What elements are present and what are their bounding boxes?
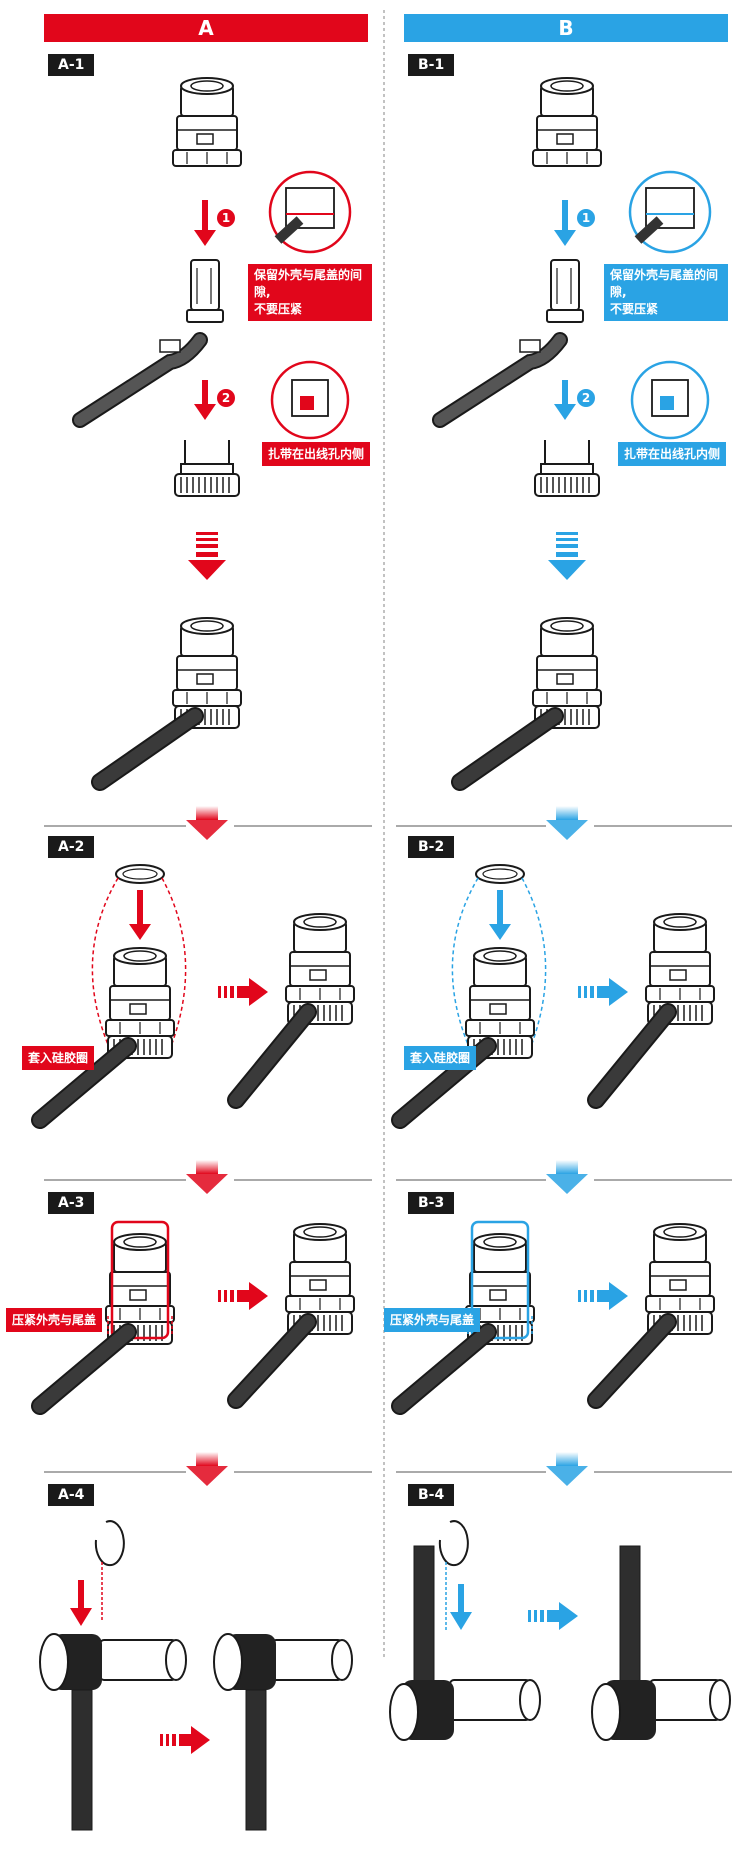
a2-silicone-ring-icon [115, 864, 165, 884]
separator-1 [44, 806, 732, 840]
b1-insert-icon [546, 259, 584, 323]
b1-tie-note: 扎带在出线孔内侧 [618, 442, 727, 466]
b2-silicone-ring-icon [475, 864, 525, 884]
a1-gap-note-line1: 保留外壳与尾盖的间隙, [254, 268, 363, 299]
b3-right-arrow-icon [609, 1282, 628, 1310]
step-tag-b3: B-3 [408, 1192, 455, 1214]
b1-connector-icon [532, 77, 602, 167]
a-section-arrow-icon [186, 820, 228, 840]
a1-connector-icon [172, 77, 242, 167]
a1-section [72, 77, 352, 791]
b4-section [389, 1520, 731, 1741]
column-header-b: B [404, 14, 728, 42]
step-tag-b2: B-2 [408, 836, 455, 858]
step-tag-b1: B-1 [408, 54, 455, 76]
b1-section [432, 77, 712, 791]
a1-number-2: 2 [222, 391, 230, 405]
b1-number-1: 1 [582, 211, 590, 225]
b-section-arrow-icon [546, 820, 588, 840]
a1-assembled-connector-icon [172, 617, 242, 707]
step-tag-a3: A-3 [48, 1192, 95, 1214]
b1-gap-note-line1: 保留外壳与尾盖的间隙, [610, 268, 719, 299]
a4-clip-ring-icon [94, 1520, 125, 1567]
b3-press-note: 压紧外壳与尾盖 [384, 1308, 481, 1332]
a3-right-arrow-icon [249, 1282, 268, 1310]
a1-number-1: 1 [222, 211, 230, 225]
b1-gap-note: 保留外壳与尾盖的间隙, 不要压紧 [604, 264, 728, 321]
b2-ring-note: 套入硅胶圈 [404, 1046, 477, 1070]
b2-section [391, 864, 715, 1129]
a1-gap-note: 保留外壳与尾盖的间隙, 不要压紧 [248, 264, 372, 321]
b1-number-2: 2 [582, 391, 590, 405]
b1-assembled-connector-icon [532, 617, 602, 707]
a2-section [31, 864, 355, 1129]
step-tag-b4: B-4 [408, 1484, 455, 1506]
a1-gap-note-line2: 不要压紧 [254, 302, 303, 316]
a1-tailcap-icon [175, 440, 239, 496]
a1-insert-icon [186, 259, 224, 323]
separator-2 [44, 1160, 732, 1194]
step-tag-a4: A-4 [48, 1484, 95, 1506]
b1-dashed-arrow-icon [548, 560, 586, 580]
a4-section [39, 1520, 353, 1831]
b4-right-arrow-icon [559, 1602, 578, 1630]
step-tag-a2: A-2 [48, 836, 95, 858]
b1-tailcap-icon [535, 440, 599, 496]
a2-ring-note: 套入硅胶圈 [22, 1046, 95, 1070]
a1-tie-note: 扎带在出线孔内侧 [262, 442, 371, 466]
b4-clip-ring-icon [438, 1520, 469, 1567]
b1-gap-note-line2: 不要压紧 [610, 302, 659, 316]
column-header-a: A [44, 14, 368, 42]
a3-press-note: 压紧外壳与尾盖 [6, 1308, 103, 1332]
a4-right-arrow-icon [191, 1726, 210, 1754]
b3-section [391, 1220, 715, 1415]
a1-down-arrow-icon [194, 230, 216, 246]
a1-dashed-arrow-icon [188, 560, 226, 580]
a3-section [31, 1220, 355, 1415]
b2-right-arrow-icon [609, 978, 628, 1006]
b1-down-arrow-icon [554, 230, 576, 246]
separator-3 [44, 1452, 732, 1486]
a2-right-arrow-icon [249, 978, 268, 1006]
step-tag-a1: A-1 [48, 54, 95, 76]
